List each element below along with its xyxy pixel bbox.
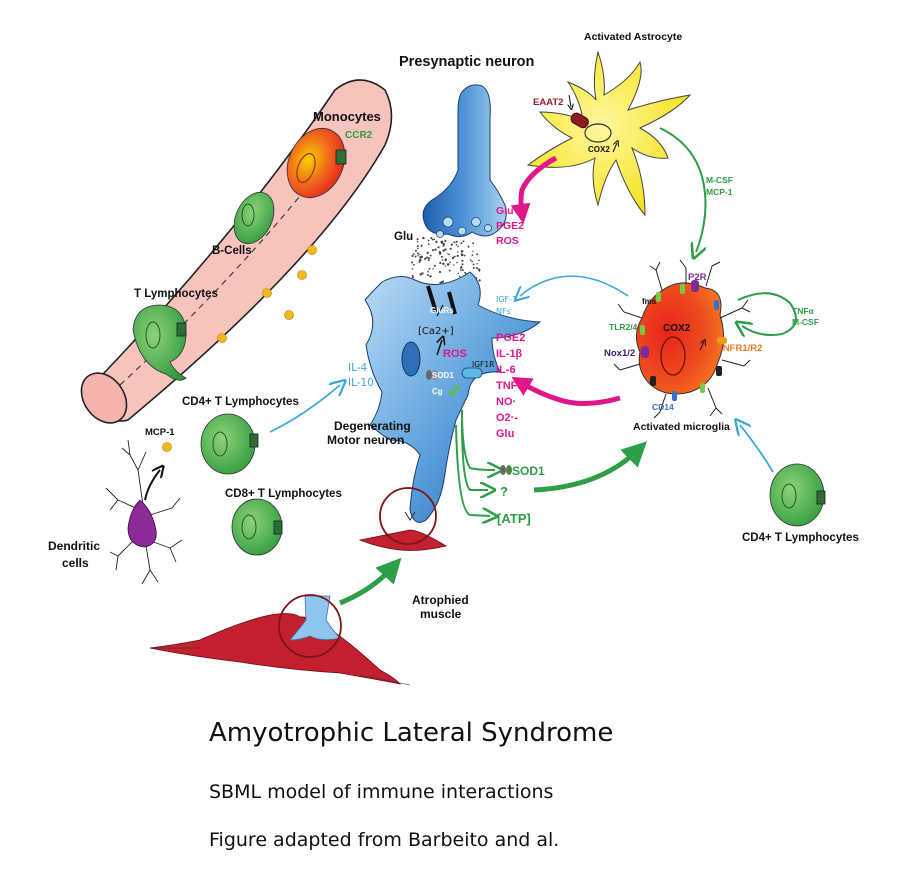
cox2-astrocyte-label: COX2 xyxy=(588,145,610,154)
cd4-to-microglia-arrow xyxy=(740,425,774,473)
caption-title: Amyotrophic Lateral Syndrome xyxy=(209,718,614,748)
caption-credit: Figure adapted from Barbeito and al. xyxy=(209,829,560,851)
dendritic-to-mcp1-arrow xyxy=(144,470,160,501)
tlr-label: TLR2/4 xyxy=(609,322,638,332)
astrocyte-to-microglia-arrow xyxy=(659,127,707,252)
cd4-left-label: CD4+ T Lymphocytes xyxy=(182,396,299,408)
m-csf-label: M-CSF xyxy=(706,175,733,185)
activated-astrocyte xyxy=(526,50,692,217)
b-cells-label: B-Cells xyxy=(212,245,252,257)
atp-label: [ATP] xyxy=(497,511,531,526)
atrophied-label-line1: Atrophied xyxy=(412,593,469,607)
monocytes-label: Monocytes xyxy=(313,109,381,124)
microglia-to-neuron-arrow xyxy=(511,376,621,406)
cd4-right-label: CD4+ T Lymphocytes xyxy=(742,532,859,544)
cd4-lymphocyte-right xyxy=(769,463,826,527)
astrocyte-to-neuron-arrow xyxy=(510,155,558,224)
p2r-label: P2R xyxy=(688,272,707,283)
il10-label: IL-10 xyxy=(348,377,374,389)
atrophied-label-line2: muscle xyxy=(420,607,462,621)
svg-text:TNFα: TNFα xyxy=(496,380,524,392)
sod1-out-label: SOD1 xyxy=(512,464,545,478)
activated-astrocyte-label: Activated Astrocyte xyxy=(584,31,682,43)
mcp1-left-label: MCP-1 xyxy=(145,427,175,438)
monocyte-cell xyxy=(286,128,347,198)
dendritic-label-line2: cells xyxy=(62,556,89,570)
glu-label: Glu xyxy=(394,231,413,243)
cd14-label: CD14 xyxy=(652,402,674,412)
neuron-to-question-arrow xyxy=(461,419,488,490)
muscle-to-neuron-arrow xyxy=(339,557,402,606)
svg-text:NO·: NO· xyxy=(496,396,516,408)
ca2-label: [Ca2+] xyxy=(418,326,454,337)
cd4-lymphocyte-left xyxy=(200,413,259,475)
tnfa-right-label: TNFα xyxy=(792,306,815,316)
microglia-processes xyxy=(613,259,751,419)
ros-label: ROS xyxy=(443,348,467,360)
sod1-icon xyxy=(500,465,506,475)
astrocyte-glu-label: Glu xyxy=(496,205,514,217)
nfs-label: NFs xyxy=(496,307,511,316)
cox2-micro-up-arrow xyxy=(699,342,704,351)
presynaptic-neuron xyxy=(422,84,507,238)
svg-text:IL-1β: IL-1β xyxy=(496,348,523,360)
activated-microglia-label: Activated microglia xyxy=(633,421,730,433)
mcsf-right-label: M-CSF xyxy=(792,317,819,327)
eaat2-label: EAAT2 xyxy=(533,97,563,108)
t-lymphocyte-cell xyxy=(132,304,187,381)
chemokine-dots xyxy=(162,245,317,452)
eaat2-down-arrow xyxy=(569,94,571,107)
glutamate-particles xyxy=(411,236,481,289)
microglia-autocrine-arrow xyxy=(738,292,797,335)
ccr2-label: CCR2 xyxy=(345,130,373,141)
tnfr-label: TNFR1/R2 xyxy=(717,343,762,354)
igf1-label: IGF-1 xyxy=(496,295,517,304)
cd8-label: CD8+ T Lymphocytes xyxy=(225,488,342,500)
t-lymphocytes-label: T Lymphocytes xyxy=(134,288,218,300)
astrocyte-ros-label: ROS xyxy=(496,235,519,247)
il4-label: IL-4 xyxy=(348,362,368,374)
sod1-inner-label: SOD1 xyxy=(432,371,454,380)
presynaptic-neuron-label: Presynaptic neuron xyxy=(399,54,534,70)
svg-text:IL-6: IL-6 xyxy=(496,364,516,376)
svg-text:PGE2: PGE2 xyxy=(496,332,525,344)
neuron-to-microglia-arrow xyxy=(533,441,647,493)
svg-text:Glu: Glu xyxy=(496,428,514,440)
ca2-increase-arrow xyxy=(436,340,442,356)
cd4-to-il4-arrow xyxy=(269,385,340,433)
mcp-1-right-label: MCP-1 xyxy=(706,187,733,197)
question-label: ? xyxy=(500,484,508,499)
neuron-to-sod1-arrow xyxy=(461,409,495,470)
cox2-up-arrow xyxy=(612,143,617,153)
cg-label: Cg xyxy=(432,387,443,396)
caption-subtitle: SBML model of immune interactions xyxy=(209,781,554,803)
microglia-igf1-arrow xyxy=(520,275,629,296)
motor-neuron xyxy=(364,271,542,523)
igf1r-label: IGF1R xyxy=(472,360,494,369)
b-cell xyxy=(233,191,275,245)
glurs-label: GluRs xyxy=(430,306,454,315)
svg-text:O2·-: O2·- xyxy=(496,412,518,424)
degenerating-label-line1: Degenerating xyxy=(334,419,411,433)
dendritic-cell xyxy=(105,439,183,585)
nox-label: Nox1/2 xyxy=(604,348,635,359)
neuron-to-atp-arrow xyxy=(455,424,490,516)
upper-muscle xyxy=(358,487,448,551)
atrophied-muscle xyxy=(149,594,411,686)
activated-microglia xyxy=(613,259,751,419)
glurs-arrow xyxy=(436,304,444,317)
degenerating-label-line2: Motor neuron xyxy=(327,433,404,447)
microglia-mediators-list: PGE2 IL-1β IL-6 TNFα NO· O2·- Glu xyxy=(496,332,525,440)
dendritic-label-line1: Dendritic xyxy=(48,539,100,553)
cox2-microglia-label: COX2 xyxy=(663,323,691,334)
astrocyte-pge2-label: PGE2 xyxy=(496,220,524,232)
cd8-lymphocyte xyxy=(231,498,283,556)
fms-label: fms xyxy=(642,297,657,306)
